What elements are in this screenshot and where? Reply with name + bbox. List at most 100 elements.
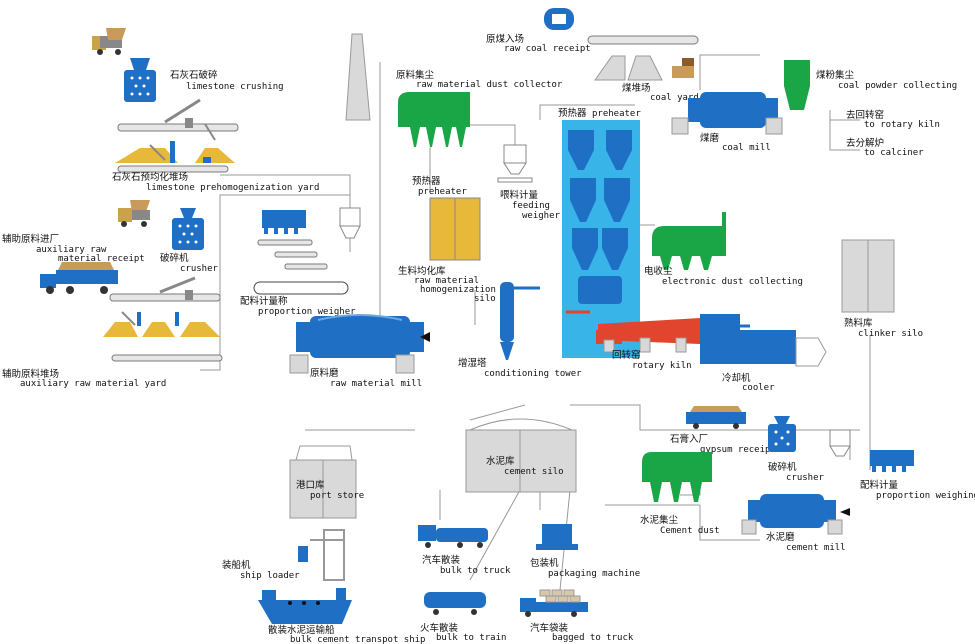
clinker-silo-en: clinker silo: [858, 329, 923, 339]
cement-ship-icon: [258, 588, 352, 624]
aux-receipt-en2: material receipt: [58, 254, 145, 264]
proportion-weighing-cn: 配料计量: [860, 479, 899, 491]
raw-coal-crane-icon: [544, 8, 574, 30]
raw-mill-cn: 原料磨: [310, 367, 339, 379]
crusher2-cn: 破碎机: [768, 461, 797, 473]
raw-dust-collector-icon: [398, 92, 470, 147]
homog-silo-cn: 生料均化库: [398, 265, 446, 277]
feeding-weigher-en1: feeding: [512, 201, 550, 211]
port-store-en: port store: [310, 491, 364, 501]
to-kiln-en: to rotary kiln: [864, 120, 940, 130]
crusher-en: crusher: [180, 264, 219, 274]
raw-dust-cn: 原料集尘: [396, 69, 435, 81]
homog-silo-icon: [429, 197, 481, 261]
coal-yard-en: coal yard: [650, 93, 699, 103]
crusher-cn: 破碎机: [160, 252, 189, 264]
aux-crusher-icon: [172, 208, 204, 250]
limestone-crushing-en: limestone crushing: [186, 82, 284, 92]
coal-powder-cn: 煤粉集尘: [816, 69, 855, 81]
electronic-dust-collector-icon: [652, 212, 726, 270]
bulk-truck-en: bulk to truck: [440, 566, 511, 576]
cement-dust-collector-icon: [642, 452, 712, 502]
bulk-train-en: bulk to train: [436, 633, 506, 643]
gypsum-crusher-icon: [768, 416, 796, 452]
raw-mill-icon: [289, 314, 430, 374]
to-calciner-cn: 去分解炉: [846, 137, 884, 149]
limestone-conveyor: [117, 165, 229, 173]
ship-loader-en: ship loader: [240, 571, 300, 581]
bulk-truck-cn: 汽车散装: [422, 554, 461, 566]
aux-conveyor: [111, 354, 223, 362]
proportion-weighing-en: proportion weighing: [876, 491, 975, 501]
ship-loader-cn: 装船机: [222, 559, 251, 571]
coal-yard-icon: [594, 55, 694, 81]
homog-silo-en3: silo: [474, 294, 496, 304]
clinker-silo-icon: [841, 239, 895, 313]
preheater-tower-cn: 预热器: [558, 107, 587, 119]
aux-yard-en: auxiliary raw material yard: [20, 379, 166, 389]
gypsum-cn: 石膏入厂: [670, 433, 708, 445]
coal-mill-cn: 煤磨: [700, 132, 720, 144]
chimney-icon: [345, 33, 371, 121]
cement-silo-cn: 水泥库: [486, 455, 515, 467]
crusher2-en: crusher: [786, 473, 825, 483]
aux-receipt-cn: 辅助原料进厂: [2, 233, 59, 245]
cement-mill-cn: 水泥磨: [766, 531, 795, 543]
packaging-cn: 包装机: [530, 557, 559, 569]
clinker-silo-cn: 熟料库: [844, 317, 873, 329]
limestone-crusher-icon: [124, 58, 156, 102]
bulk-train-cn: 火车散装: [420, 622, 459, 634]
cement-silo-en: cement silo: [504, 467, 564, 477]
aux-pile: [103, 311, 220, 337]
limestone-yard-cn: 石灰石预均化堆场: [112, 171, 188, 183]
raw-mill-en: raw material mill: [330, 379, 422, 389]
limestone-pile: [115, 141, 235, 163]
conditioning-tower-icon: [500, 282, 540, 360]
rotary-kiln-icon: [598, 318, 700, 353]
preheater-silo-en: preheater: [418, 187, 467, 197]
raw-dust-en: raw material dust collector: [416, 80, 563, 90]
feeding-weigher-cn: 喂料计量: [500, 189, 539, 201]
cement-dust-cn: 水泥集尘: [640, 514, 679, 526]
proportion-weighing-icon: [870, 450, 914, 472]
gypsum-truck-icon: [686, 406, 746, 429]
conditioning-tower-cn: 增湿塔: [458, 357, 487, 369]
proportion-weigher-icon: [257, 210, 328, 270]
cement-feed-hopper-icon: [829, 429, 851, 457]
coal-conveyor: [587, 35, 699, 45]
bagged-truck-cn: 汽车袋装: [530, 622, 569, 634]
limestone-stacker: [117, 98, 239, 141]
cement-mill-en: cement mill: [786, 543, 846, 553]
packaging-machine-icon: [536, 524, 578, 550]
port-store-icon: [289, 445, 357, 519]
to-kiln-cn: 去回转窑: [846, 109, 884, 121]
conditioning-tower-en: conditioning tower: [484, 369, 582, 379]
ship-loader-icon: [298, 529, 345, 581]
electronic-dust-cn: 电收尘: [644, 265, 673, 277]
aux-receipt-en1: auxiliary raw: [36, 245, 107, 255]
bagged-truck-icon: [520, 589, 588, 617]
coal-powder-en: coal powder collecting: [838, 81, 957, 91]
coal-mill-en: coal mill: [722, 143, 771, 153]
to-calciner-en: to calciner: [864, 148, 924, 158]
feeding-weigher-en2: weigher: [522, 211, 561, 221]
rotary-kiln-en: rotary kiln: [632, 361, 692, 371]
preheater-tower-en: preheater: [592, 109, 641, 119]
feeding-weigher-icon: [497, 144, 533, 183]
raw-coal-cn: 原煤入场: [486, 33, 524, 45]
cooler-en: cooler: [742, 383, 775, 393]
connecting-pipes: [200, 54, 871, 591]
bulk-truck-icon: [418, 525, 488, 548]
aux-stacker: [109, 276, 221, 302]
rotary-kiln-cn: 回转窑: [612, 349, 641, 361]
bagged-truck-en: bagged to truck: [552, 633, 634, 643]
gypsum-en: gypsum receipt: [700, 445, 776, 455]
coal-yard-cn: 煤堆场: [622, 82, 651, 94]
bulk-train-icon: [424, 592, 486, 615]
cooler-cn: 冷却机: [722, 372, 751, 384]
limestone-yard-en: limestone prehomogenization yard: [146, 183, 319, 193]
proportion-weigher-en: proportion weigher: [258, 307, 356, 317]
homog-silo-en1: raw material: [414, 276, 479, 286]
packaging-en: packaging machine: [548, 569, 640, 579]
